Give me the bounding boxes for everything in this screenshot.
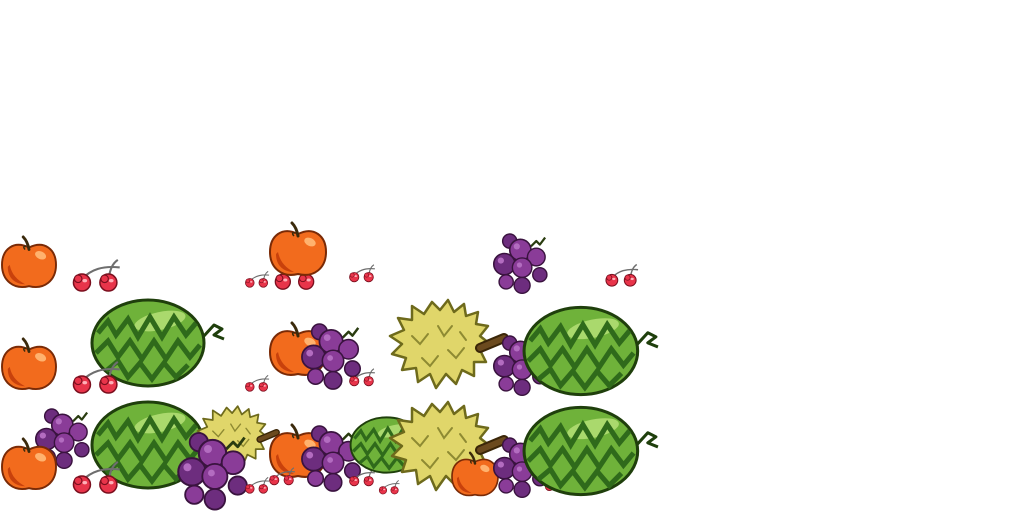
grapes-icon <box>492 232 549 295</box>
apple-sprite[interactable] <box>0 235 58 289</box>
cherries-icon <box>605 263 639 287</box>
cherries-sprite[interactable] <box>244 374 271 393</box>
apple-icon <box>0 337 58 391</box>
cherries-sprite[interactable] <box>605 263 639 287</box>
cherries-sprite[interactable] <box>72 360 121 395</box>
cherries-icon <box>244 476 271 495</box>
cherries-sprite[interactable] <box>72 258 121 293</box>
cherries-sprite[interactable] <box>244 270 271 289</box>
durian-sprite[interactable] <box>390 300 504 388</box>
watermelon-sprite[interactable] <box>92 300 224 386</box>
cherries-icon <box>72 360 121 395</box>
grapes-sprite[interactable] <box>492 232 549 295</box>
cherries-sprite[interactable] <box>244 476 271 495</box>
apple-icon <box>0 235 58 289</box>
apple-sprite[interactable] <box>0 337 58 391</box>
cherries-sprite[interactable] <box>348 263 376 283</box>
cherries-icon <box>244 374 271 393</box>
cherries-icon <box>378 479 401 495</box>
cherries-icon <box>244 270 271 289</box>
watermelon-icon <box>524 407 658 494</box>
cherries-icon <box>72 460 121 495</box>
cherries-sprite[interactable] <box>378 479 401 495</box>
watermelon-icon <box>92 300 224 386</box>
watermelon-sprite[interactable] <box>524 307 658 394</box>
durian-icon <box>390 300 504 388</box>
apple-icon <box>268 221 328 277</box>
watermelon-sprite[interactable] <box>524 407 658 494</box>
watermelon-icon <box>524 307 658 394</box>
apple-sprite[interactable] <box>268 221 328 277</box>
cherries-icon <box>348 263 376 283</box>
cherries-icon <box>72 258 121 293</box>
cherries-sprite[interactable] <box>72 460 121 495</box>
